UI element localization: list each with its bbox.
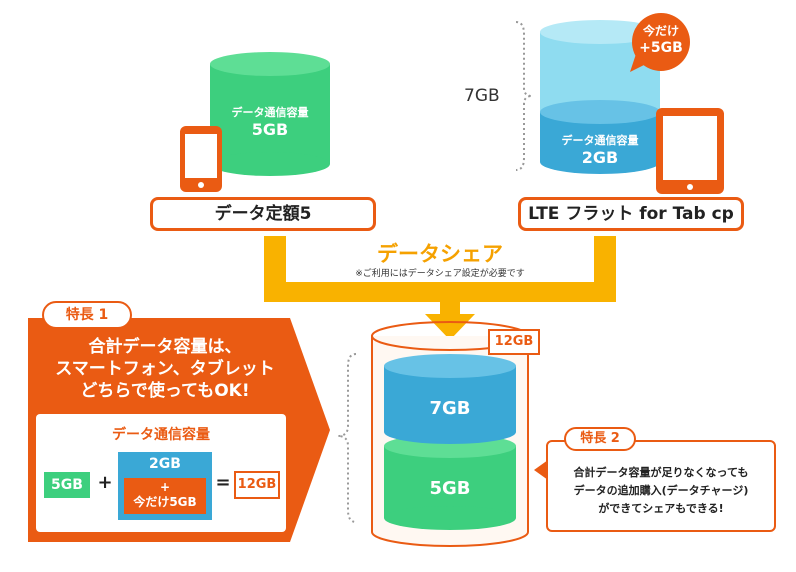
equation-bonus-5gb: 今だけ5GB <box>133 495 197 509</box>
smartphone-icon <box>180 126 222 192</box>
bracket-12gb <box>337 353 357 523</box>
tablet-icon <box>656 108 724 194</box>
badge-line1: 今だけ <box>642 24 679 38</box>
feature1-headline-1: 合計データ容量は、 <box>88 337 242 357</box>
bracket-7gb <box>515 21 533 171</box>
feature2-line2: データの追加購入(データチャージ) <box>573 484 749 497</box>
share-connector <box>264 236 616 340</box>
feature1-tag: 特長 1 <box>42 301 132 329</box>
feature1-headline-2: スマートフォン、タブレット <box>55 359 275 379</box>
cyl-value-right: 2GB <box>581 148 619 167</box>
share-title: データシェア <box>377 242 503 266</box>
equation-5gb: 5GB <box>44 472 90 498</box>
bonus-badge <box>630 13 690 72</box>
feature2-box: 合計データ容量が足りなくなっても データの追加購入(データチャージ) ができてシ… <box>546 440 776 532</box>
cyl-value-left: 5GB <box>251 120 289 139</box>
feature2-line1: 合計データ容量が足りなくなっても <box>573 466 749 479</box>
feature2-pointer <box>534 460 548 480</box>
equation-2gb: 2GB <box>149 456 181 472</box>
equation-blue-box: 2GB + 今だけ5GB <box>118 452 212 520</box>
segment-7gb: 7GB <box>429 398 471 419</box>
green-cylinder-5gb <box>210 52 330 176</box>
cyl-label-left: データ通信容量 <box>231 106 309 119</box>
plan-name-left: データ定額5 <box>150 197 376 231</box>
badge-line2: +5GB <box>639 40 683 56</box>
total-label-12gb: 12GB <box>488 329 540 355</box>
segment-5gb: 5GB <box>429 478 471 499</box>
feature2-line3: ができてシェアもできる! <box>598 502 724 515</box>
stacked-cylinder-7gb <box>540 20 660 174</box>
equation-bonus-box: + 今だけ5GB <box>124 478 206 514</box>
equation-result: 12GB <box>234 471 280 499</box>
plan-name-right: LTE フラット for Tab cp <box>518 197 744 231</box>
equation-equals: = <box>215 472 231 493</box>
feature1-equation-box: データ通信容量 5GB + 2GB + 今だけ5GB = 12GB <box>36 414 286 532</box>
equation-plus: + <box>97 472 113 493</box>
feature2-tag: 特長 2 <box>564 427 636 451</box>
feature1-headline-3: どちらで使ってもOK! <box>80 381 250 401</box>
equation-bonus-plus: + <box>159 480 171 494</box>
equation-title: データ通信容量 <box>112 427 210 443</box>
total-cylinder-12gb <box>371 321 529 547</box>
cyl-label-right: データ通信容量 <box>561 134 639 147</box>
share-note: ※ご利用にはデータシェア設定が必要です <box>355 269 525 279</box>
total-label-7gb: 7GB <box>464 86 500 106</box>
